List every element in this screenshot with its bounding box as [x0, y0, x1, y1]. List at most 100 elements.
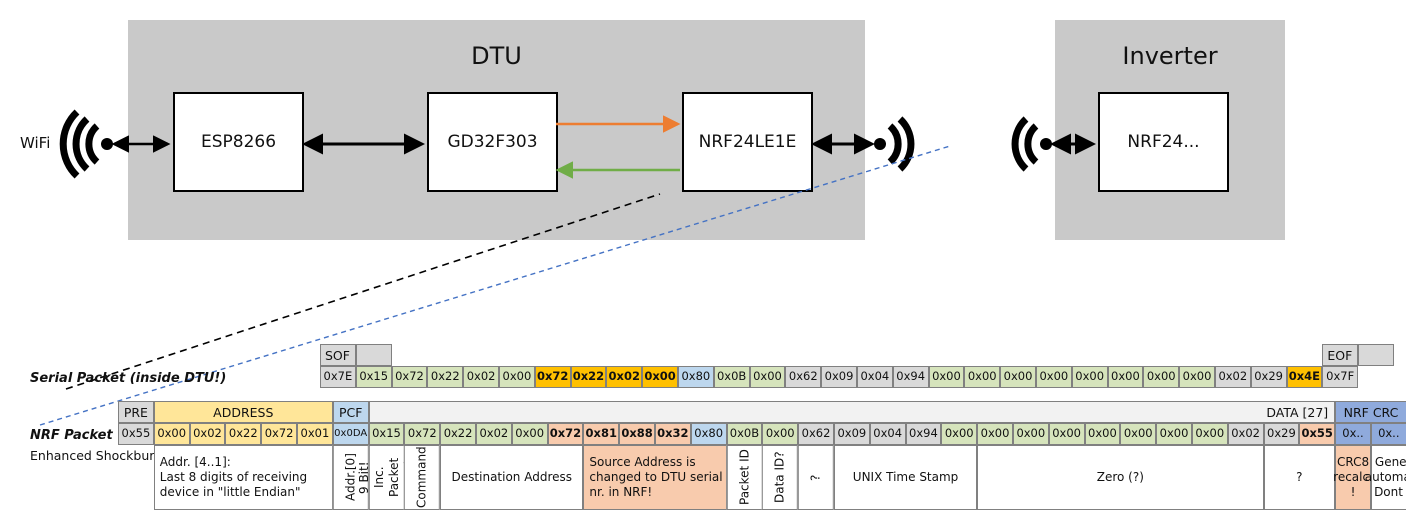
serial-byte-cell: 0x02	[1214, 366, 1251, 388]
dtu-title: DTU	[471, 42, 522, 70]
nrf-byte-cell: 0x55	[118, 423, 154, 445]
nrf-byte-cell: 0x..	[1370, 423, 1406, 445]
nrf-byte-cell: 0x00	[1084, 423, 1121, 445]
nrf-section-header: DATA [27]	[368, 401, 1336, 423]
serial-byte-cell: 0x00	[1071, 366, 1108, 388]
serial-byte-cell: 0x00	[642, 366, 678, 388]
nrf-notes-lead-spacer	[118, 445, 154, 510]
chip-esp8266-label: ESP8266	[200, 132, 277, 152]
nrf-byte-cell: 0x55	[1299, 423, 1336, 445]
serial-sof-header-pad	[355, 344, 392, 366]
nrf-field-note: 9 Bit!Inc. PacketLength	[357, 445, 416, 510]
nrf-byte-cell: 0x72	[261, 423, 297, 445]
serial-byte-cell: 0x72	[534, 366, 571, 388]
nrf-byte-cell: 0x04	[869, 423, 906, 445]
nrf-section-header: PRE	[118, 401, 154, 423]
nrf-field-note: ?	[798, 445, 834, 510]
serial-byte-cell: 0x00	[964, 366, 1001, 388]
block-diagram: DTU Inverter ESP8266 GD32F303 NRF24LE1E …	[20, 20, 1285, 240]
serial-byte-cell: 0x94	[892, 366, 929, 388]
serial-byte-cell: 0x02	[606, 366, 643, 388]
nrf-field-note: Destination Address	[440, 445, 584, 510]
nrf-byte-cell: 0x02	[189, 423, 226, 445]
nrf-byte-cell: 0x0DA	[332, 423, 369, 445]
nrf-byte-cell: 0x72	[404, 423, 441, 445]
serial-byte-cell: 0x00	[1143, 366, 1180, 388]
serial-eof-header: EOF	[1322, 344, 1359, 366]
nrf-field-note: Command	[404, 445, 441, 510]
serial-byte-cell: 0x00	[1035, 366, 1072, 388]
nrf-section-header: NRF CRC	[1335, 401, 1406, 423]
nrf-field-note: ?	[1263, 445, 1336, 510]
nrf-byte-cell: 0x00	[977, 423, 1013, 445]
nrf-packet-label: NRF Packet	[30, 428, 113, 443]
nrf-byte-cell: 0x0B	[726, 423, 763, 445]
serial-header-row: SOF EOF	[320, 344, 1394, 366]
serial-byte-cell: 0x00	[1000, 366, 1036, 388]
chip-esp8266: ESP8266	[173, 92, 304, 192]
nrf-field-note: UNIX Time Stamp	[833, 445, 978, 510]
serial-eof-value: 0x7F	[1322, 366, 1359, 388]
chip-nrf24-label: NRF24...	[1127, 132, 1200, 152]
serial-byte-cell: 0x29	[1250, 366, 1287, 388]
nrf-byte-cell: 0x81	[583, 423, 620, 445]
serial-byte-cell: 0x04	[856, 366, 893, 388]
serial-byte-cell: 0x4E	[1286, 366, 1323, 388]
serial-eof-header-pad	[1358, 344, 1394, 366]
nrf-byte-cell: 0x22	[225, 423, 262, 445]
nrf-byte-cell: 0x94	[905, 423, 942, 445]
serial-byte-cell: 0x00	[1179, 366, 1215, 388]
nrf-byte-cell: 0x00	[762, 423, 799, 445]
nrf-byte-cell: 0x00	[941, 423, 978, 445]
nrf-byte-cell: 0x09	[833, 423, 870, 445]
packet-tables: Serial Packet (inside DTU!) NRF Packet E…	[0, 338, 1406, 523]
wifi-label: WiFi	[20, 134, 51, 152]
nrf-byte-cell: 0x88	[619, 423, 655, 445]
nrf-byte-cell: 0x01	[296, 423, 333, 445]
serial-byte-cell: 0x0B	[713, 366, 750, 388]
chip-nrf24le1e-label: NRF24LE1E	[698, 132, 797, 152]
nrf-byte-cell: 0x15	[368, 423, 405, 445]
chip-nrf24le1e: NRF24LE1E	[682, 92, 813, 192]
chip-nrf24: NRF24...	[1098, 92, 1229, 192]
serial-byte-cell: 0x00	[749, 366, 786, 388]
chip-gd32f303-label: GD32F303	[447, 132, 538, 152]
serial-byte-cell: 0x02	[463, 366, 499, 388]
serial-byte-cell: 0x22	[427, 366, 464, 388]
nrf-byte-cell: 0x72	[547, 423, 584, 445]
inverter-title: Inverter	[1122, 42, 1218, 70]
nrf-byte-cell: 0x32	[654, 423, 691, 445]
nrf-byte-cell: 0x00	[1156, 423, 1192, 445]
nrf-byte-cell: 0x..	[1335, 423, 1371, 445]
nrf-section-header: PCF	[332, 401, 369, 423]
serial-sof-header: SOF	[320, 344, 356, 366]
nrf-field-note: Data ID?	[762, 445, 799, 510]
nrf-byte-cell: 0x00	[153, 423, 190, 445]
chip-gd32f303: GD32F303	[427, 92, 558, 192]
serial-sof-value: 0x7E	[320, 366, 356, 388]
nrf-byte-cell: 0x62	[798, 423, 834, 445]
nrf-field-note: Packet ID	[726, 445, 763, 510]
serial-byte-cell: 0x72	[391, 366, 428, 388]
inverter-enclosure: Inverter	[1055, 20, 1285, 240]
nrf-byte-cell: 0x00	[1048, 423, 1085, 445]
serial-byte-cell: 0x00	[1107, 366, 1144, 388]
nrf-byte-cell: 0x00	[1120, 423, 1157, 445]
serial-byte-cell: 0x00	[928, 366, 965, 388]
serial-packet-label: Serial Packet (inside DTU!)	[30, 371, 227, 386]
serial-byte-cell: 0x22	[570, 366, 607, 388]
serial-byte-cell: 0x09	[821, 366, 857, 388]
nrf-byte-cell: 0x80	[690, 423, 727, 445]
nrf-field-note: Zero (?)	[977, 445, 1264, 510]
serial-byte-cell: 0x00	[498, 366, 535, 388]
nrf-packet-sublabel: Enhanced Shockburst	[30, 448, 166, 463]
nrf-section-header: ADDRESS	[153, 401, 333, 423]
nrf-byte-cell: 0x00	[1012, 423, 1049, 445]
